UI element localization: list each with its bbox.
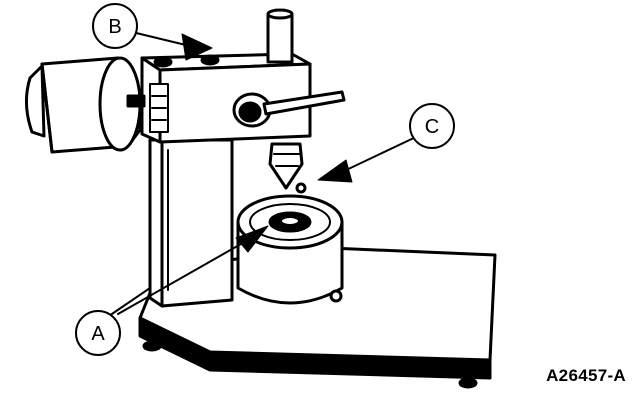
callout-c-label: C <box>425 116 439 138</box>
leader-lines <box>105 31 419 319</box>
callout-c: C <box>409 103 455 149</box>
callout-b: B <box>92 3 138 49</box>
ram-tip <box>268 142 307 194</box>
top-post <box>266 8 294 64</box>
callout-b-circle <box>92 3 138 49</box>
side-cylinder <box>25 56 146 154</box>
base-plate <box>138 246 497 389</box>
callout-c-circle <box>409 103 455 149</box>
arrowhead-a <box>235 225 269 253</box>
column <box>148 138 234 308</box>
cup-fixture <box>236 194 344 305</box>
arrowhead-c <box>317 159 353 183</box>
callout-b-label: B <box>108 16 121 38</box>
callout-a-circle <box>75 310 121 356</box>
figure-id: A26457-A <box>546 366 626 385</box>
press-head <box>140 52 312 144</box>
callout-a-label: A <box>91 323 105 345</box>
lever-handle <box>232 90 346 128</box>
callout-a: A <box>75 310 121 356</box>
arrowheads <box>181 33 353 253</box>
arrowhead-b <box>181 33 213 61</box>
